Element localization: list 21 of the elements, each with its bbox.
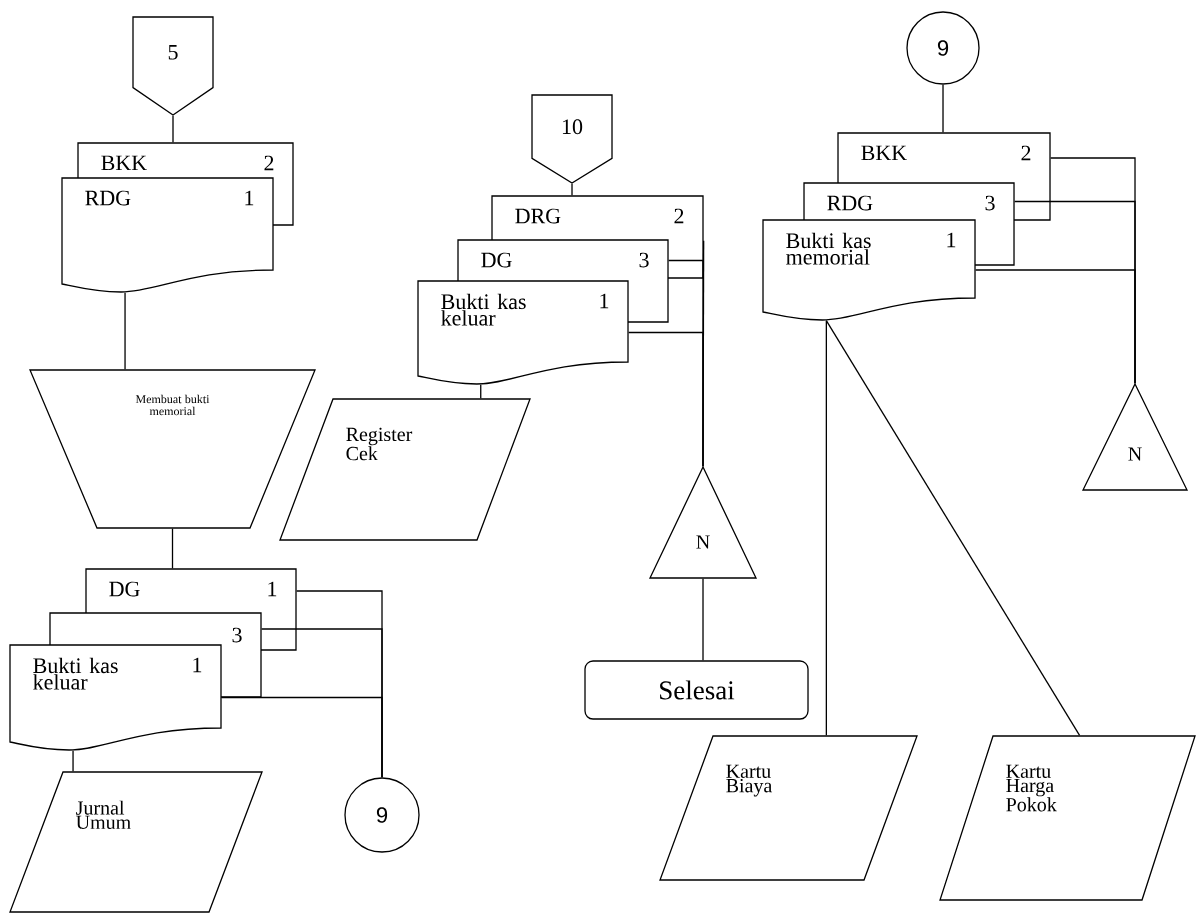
connector-line: [825, 320, 1081, 736]
connector-line: [942, 84, 944, 133]
connector-line: [171, 528, 174, 569]
connector-line: [172, 115, 174, 143]
offpage-connector: 10: [531, 94, 613, 184]
connector-line: [571, 183, 573, 196]
parallelogram: Kartu Biaya: [659, 735, 918, 881]
terminator-box: Selesai: [584, 660, 809, 720]
connector-line: [628, 331, 704, 467]
connector-line: [480, 384, 482, 399]
offpage-connector: 5: [132, 16, 214, 116]
connector-line: [825, 320, 827, 736]
manual-operation-trapezoid: Membuat bukti memorial: [29, 369, 316, 529]
parallelogram: Jurnal Umum: [9, 771, 263, 913]
connector-line: [221, 696, 383, 778]
parallelogram: Register Cek: [279, 398, 531, 541]
connector-line: [975, 269, 1136, 384]
parallelogram: Kartu Harga Pokok: [939, 735, 1196, 901]
connector-line: [72, 750, 74, 772]
connector-line: [124, 292, 126, 370]
connector-line: [702, 578, 704, 661]
